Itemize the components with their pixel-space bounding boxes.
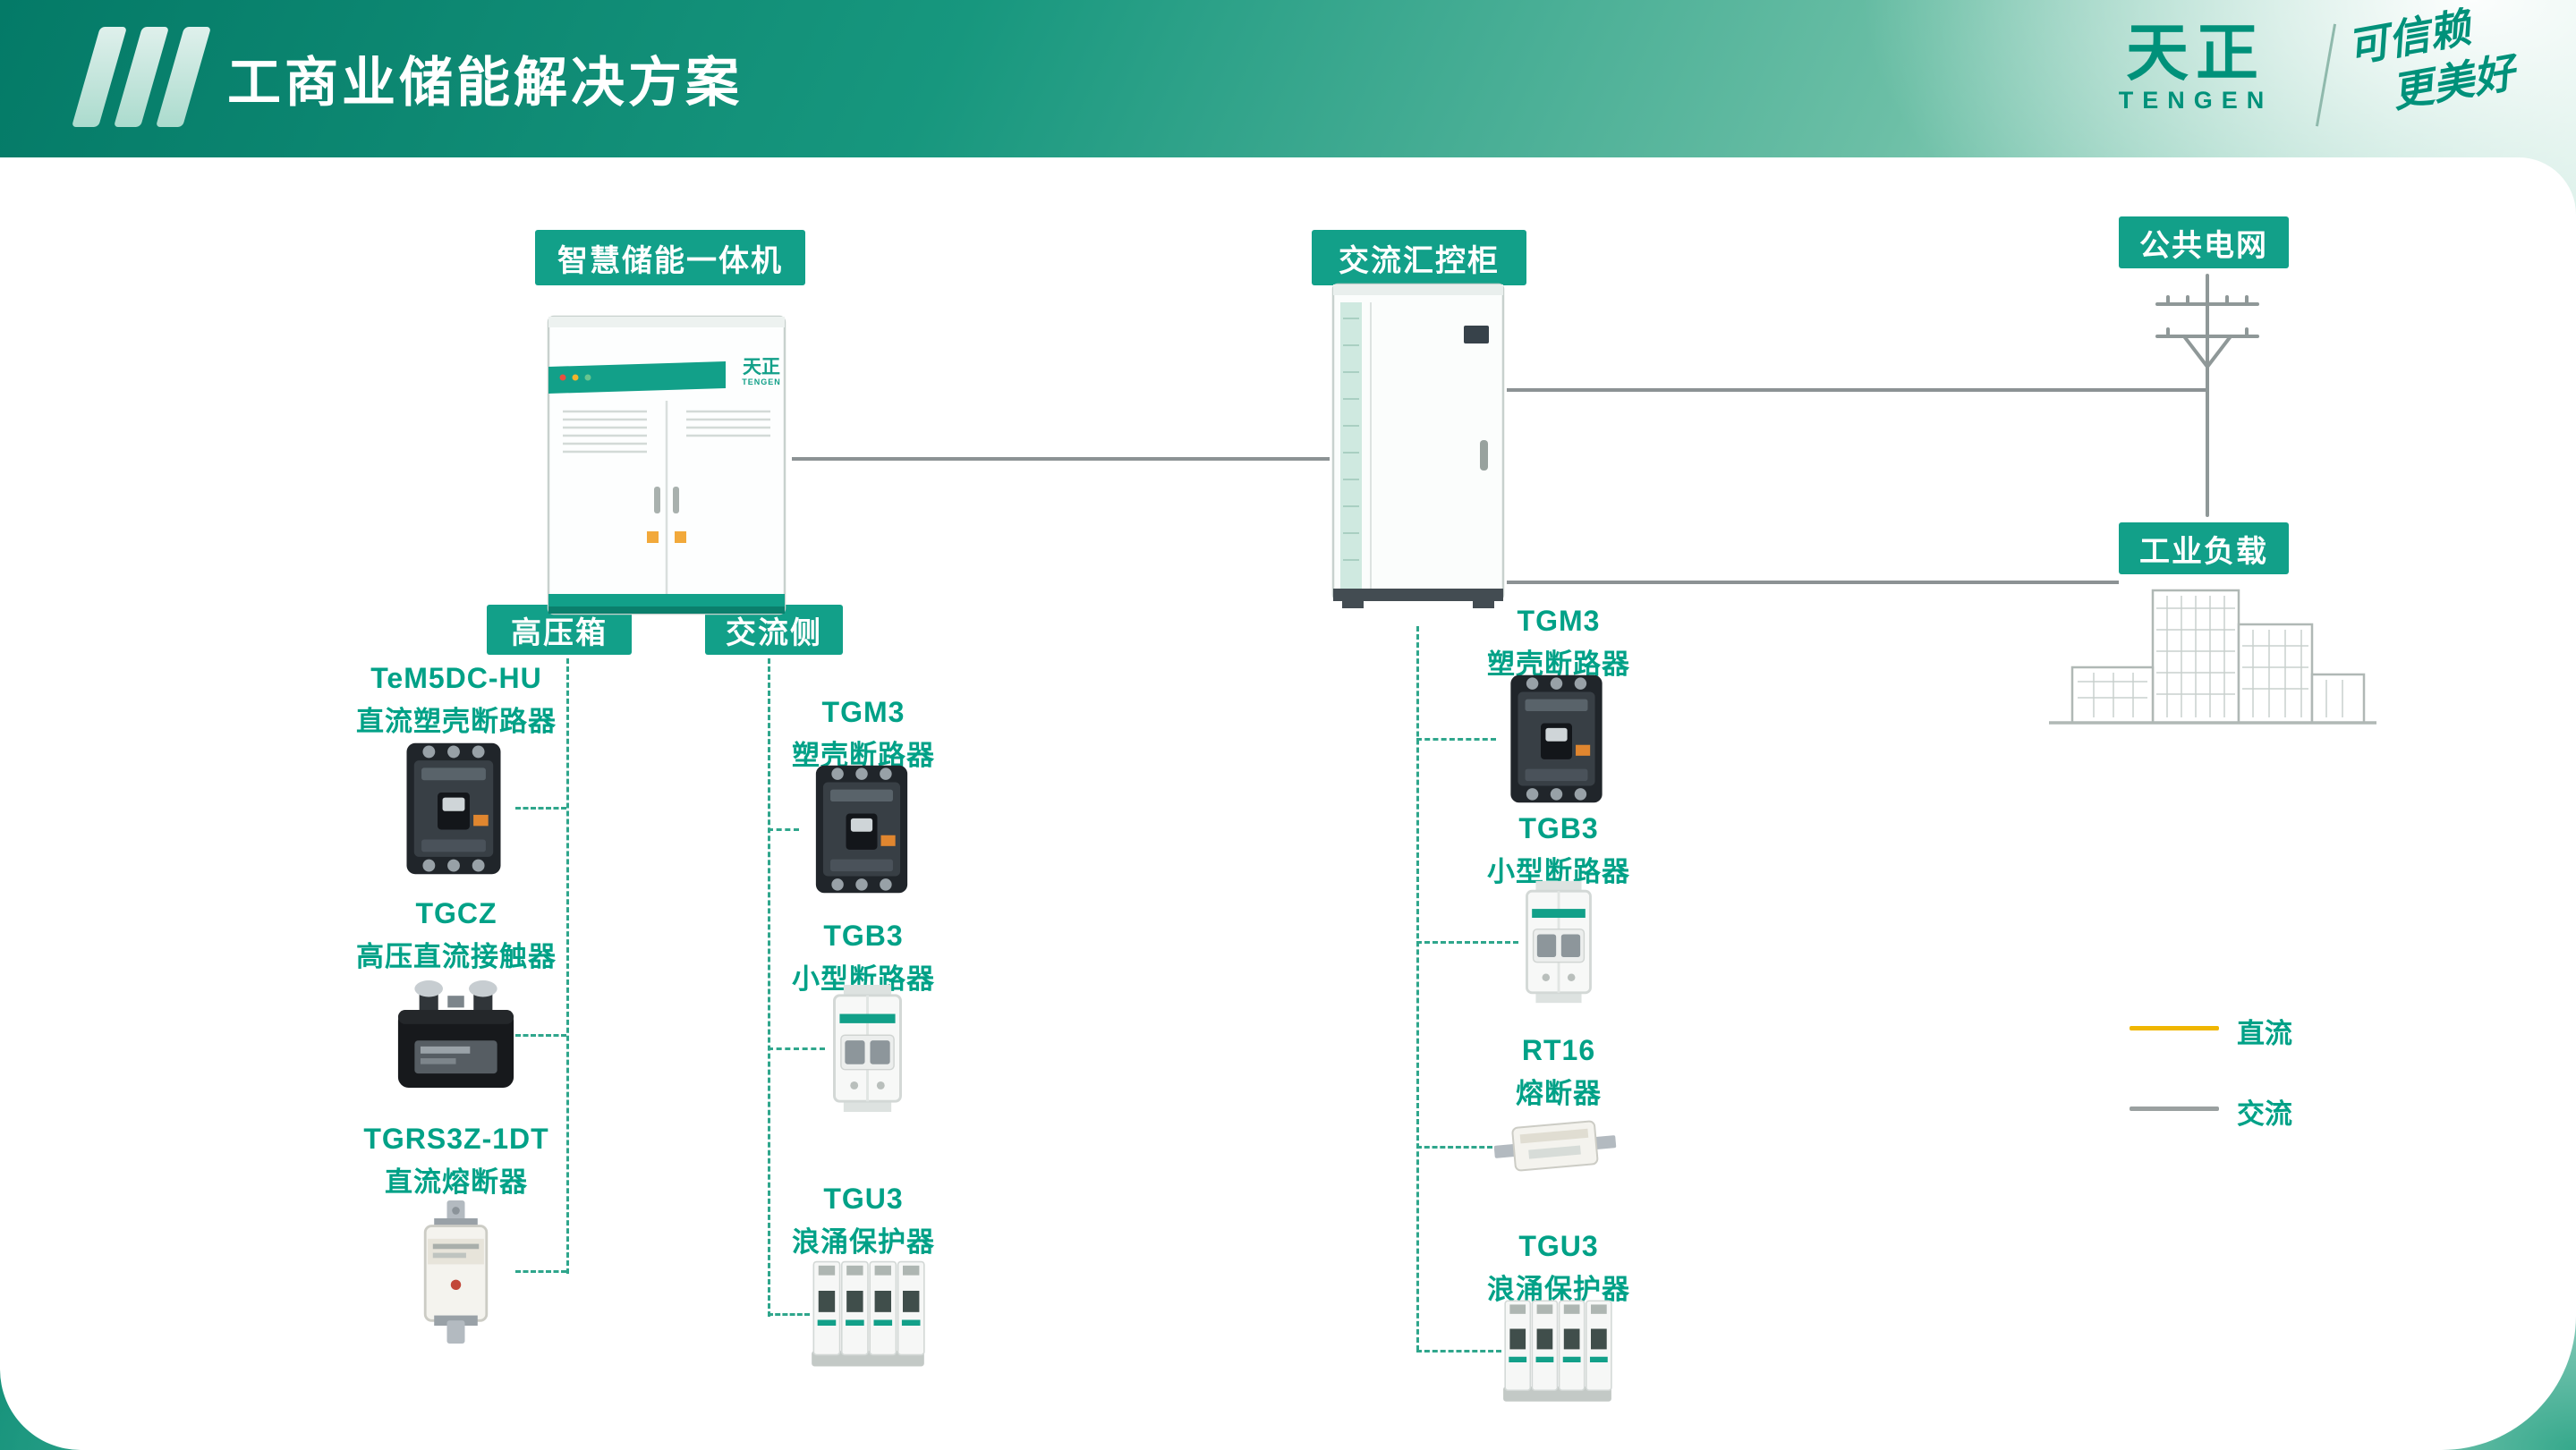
legend-dc-label: 直流: [2237, 1018, 2292, 1049]
mccb-dc-image: [387, 741, 521, 877]
dashed-stub-hv-2: [515, 1034, 566, 1037]
wire-cabinet-to-load: [1507, 581, 2119, 584]
fuse-image: [1492, 1102, 1618, 1191]
component-label: TGB3 小型断路器: [792, 920, 935, 995]
component-label: TGCZ 高压直流接触器: [356, 897, 557, 972]
surge-protector-image: [810, 1251, 926, 1378]
dc-fuse-image: [404, 1200, 507, 1344]
mcb-image: [825, 982, 910, 1115]
tag-load: 工业负载: [2119, 522, 2289, 574]
brand-logo: 天正 TENGEN: [2104, 21, 2287, 114]
component-label: TGRS3Z-1DT 直流熔断器: [363, 1123, 549, 1198]
legend-ac-line: [2130, 1107, 2219, 1111]
logo-divider: [2315, 23, 2337, 127]
ess-cabinet-logo-en: TENGEN: [742, 377, 781, 386]
brand-logo-en: TENGEN: [2118, 87, 2274, 114]
legend-ac-label: 交流: [2237, 1098, 2292, 1130]
tag-grid: 公共电网: [2119, 216, 2289, 268]
tag-ac-cabinet: 交流汇控柜: [1312, 230, 1526, 285]
industrial-buildings-icon: [2047, 581, 2378, 729]
dashed-stub-cabinet-3: [1416, 1146, 1492, 1149]
dashed-stub-cabinet-1: [1416, 738, 1496, 741]
dashed-stub-acside-1: [768, 828, 799, 831]
dashed-stub-hv-3: [515, 1270, 566, 1273]
component-label: TGM3 塑壳断路器: [1487, 605, 1630, 680]
dashed-stub-cabinet-2: [1416, 941, 1518, 944]
component-label: TeM5DC-HU 直流塑壳断路器: [356, 662, 557, 737]
legend-dc-line: [2130, 1026, 2219, 1030]
mccb-cabinet-image: [1496, 673, 1617, 805]
dashed-line-cabinet-column: [1416, 626, 1419, 1351]
dashed-stub-acside-2: [768, 1047, 825, 1050]
page-title: 工商业储能解决方案: [227, 53, 743, 113]
wire-cabinet-to-grid: [1507, 388, 2207, 392]
dashed-stub-acside-3: [768, 1313, 810, 1316]
mccb-ac-image: [799, 763, 924, 895]
wire-ess-to-cabinet: [792, 457, 1330, 461]
surge-protector-cabinet-image: [1501, 1295, 1613, 1407]
dashed-stub-cabinet-4: [1416, 1350, 1501, 1352]
title-bars-icon: [71, 27, 212, 127]
utility-pole-icon: [2143, 267, 2268, 517]
component-label: TGU3 浪涌保护器: [792, 1183, 935, 1258]
dashed-line-acside-column: [768, 658, 770, 1317]
component-label: TGU3 浪涌保护器: [1487, 1230, 1630, 1305]
mcb-cabinet-image: [1518, 878, 1599, 1005]
dashed-stub-hv-1: [515, 807, 566, 810]
dashed-line-hv-column: [566, 658, 569, 1274]
ess-cabinet-logo-cn: 天正: [743, 357, 780, 377]
tag-ess: 智慧储能一体机: [535, 230, 805, 285]
ess-cabinet-logo: 天正 TENGEN: [732, 358, 791, 386]
component-label: RT16 熔断器: [1516, 1034, 1602, 1109]
brand-logo-cn: 天正: [2126, 18, 2266, 88]
ac-cabinet-image: [1330, 279, 1507, 612]
dc-contactor-image: [391, 977, 521, 1095]
brand-slogan: 可信赖 更美好: [2343, 0, 2518, 125]
component-label: TGM3 塑壳断路器: [792, 696, 935, 771]
